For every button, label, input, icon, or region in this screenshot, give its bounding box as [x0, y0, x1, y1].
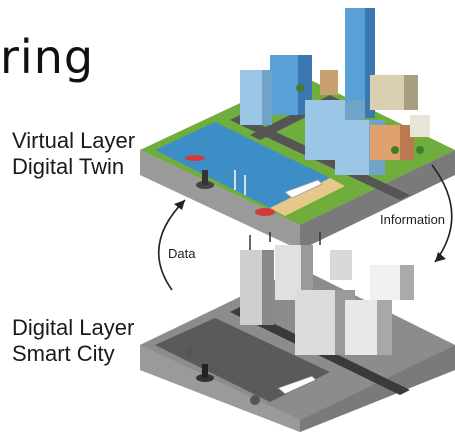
water-area: [155, 122, 330, 208]
virtual-city-illustration: [140, 8, 455, 250]
information-label: Information: [380, 212, 446, 227]
data-label: Data: [168, 246, 196, 261]
digital-layer-line2: Smart City: [12, 341, 115, 366]
virtual-layer-line2: Digital Twin: [12, 154, 125, 179]
data-arrow: [158, 199, 186, 291]
information-arrow: [431, 164, 453, 263]
virtual-layer-label: Virtual Layer Digital Twin: [12, 128, 135, 180]
digital-layer-line1: Digital Layer: [12, 315, 135, 340]
virtual-layer-line1: Virtual Layer: [12, 128, 136, 153]
smart-city-illustration: [140, 232, 455, 432]
skyscrapers: [240, 8, 430, 175]
title-fragment: ring: [0, 30, 95, 84]
digital-layer-label: Digital Layer Smart City: [12, 315, 134, 367]
